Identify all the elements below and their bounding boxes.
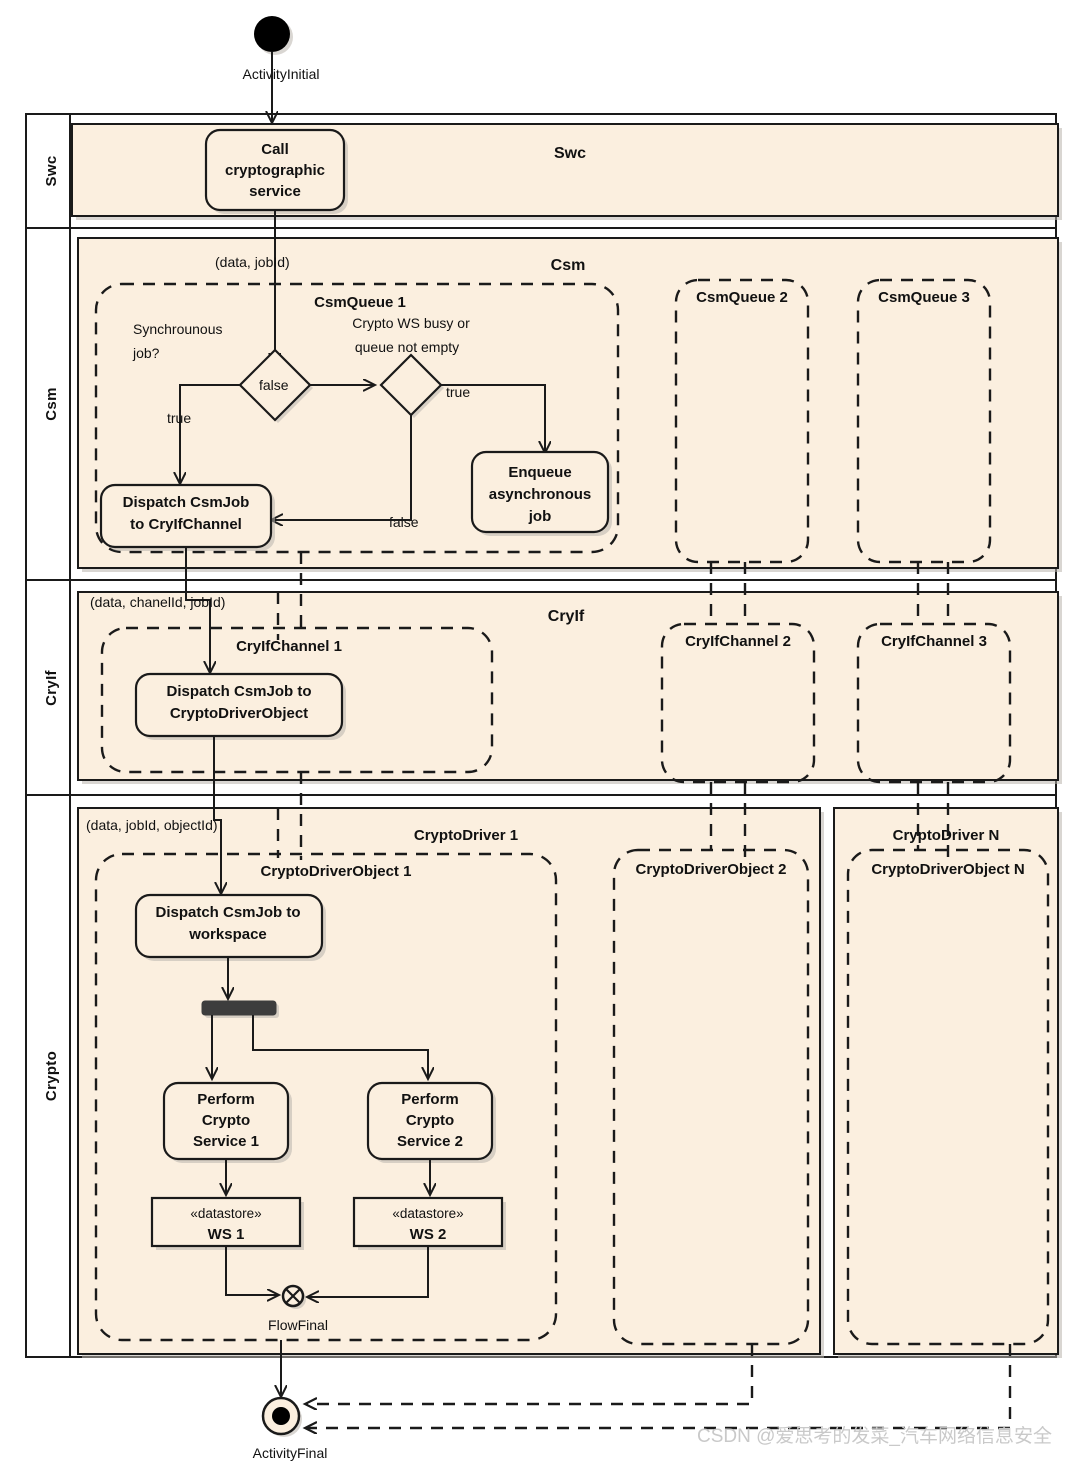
csm-decision-2-question-line-1: Crypto WS busy or xyxy=(352,315,470,331)
datastore-ws-2-name: WS 2 xyxy=(410,1226,447,1243)
swc-activity-line-2: cryptographic xyxy=(225,162,325,179)
csm-lane-header: Csm xyxy=(551,257,586,274)
csm-decision-2-question-line-2: queue not empty xyxy=(355,339,459,355)
cryif-activity-dispatch-to-driverobject: Dispatch CsmJob to CryptoDriverObject xyxy=(134,672,346,740)
crypto-driverobject-2-label: CryptoDriverObject 2 xyxy=(636,861,787,878)
datastore-ws-1-name: WS 1 xyxy=(208,1226,245,1243)
cryif-channel-1-label: CryIfChannel 1 xyxy=(236,638,342,655)
perform-service-2-line-2: Crypto xyxy=(406,1112,454,1129)
perform-service-2-line-3: Service 2 xyxy=(397,1133,463,1150)
cryif-partition-channel-2: CryIfChannel 2 xyxy=(660,622,816,784)
activity-final-node: ActivityFinal xyxy=(253,1396,328,1461)
datastore-ws-2: «datastore» WS 2 xyxy=(352,1196,506,1250)
perform-service-2-line-1: Perform xyxy=(401,1091,459,1108)
csm-enqueue-line-3: job xyxy=(528,508,552,525)
cryif-partition-channel-3: CryIfChannel 3 xyxy=(856,622,1012,784)
csm-decision-1-guard-false: false xyxy=(259,377,289,393)
flow-csm-to-cryif xyxy=(185,547,210,672)
csm-decision-2-guard-false: false xyxy=(389,514,419,530)
perform-service-1-line-3: Service 1 xyxy=(193,1133,259,1150)
flow-csm-d2-false-to-dispatch xyxy=(272,415,412,520)
csm-partition-queue-2: CsmQueue 2 xyxy=(674,278,810,564)
perform-service-1-line-1: Perform xyxy=(197,1091,255,1108)
swc-activity-line-3: service xyxy=(249,183,301,200)
csm-activity-enqueue-async-job: Enqueue asynchronous job xyxy=(470,450,612,536)
csm-enqueue-line-1: Enqueue xyxy=(508,464,571,481)
flow-ws-2-to-flowfinal xyxy=(308,1246,429,1297)
crypto-dispatch-line-2: workspace xyxy=(188,926,267,943)
activity-initial-label: ActivityInitial xyxy=(242,66,319,82)
csm-decision-ws-busy: Crypto WS busy or queue not empty true f… xyxy=(352,315,470,530)
flow-final-label: FlowFinal xyxy=(268,1317,328,1333)
csm-partition-queue-3: CsmQueue 3 xyxy=(856,278,992,564)
lane-label-cryif-text: CryIf xyxy=(43,669,60,705)
csm-decision-1-question-line-1: Synchrounous xyxy=(133,321,223,337)
cryif-partition-channel-1: CryIfChannel 1 xyxy=(100,626,494,774)
crypto-driverobject-n: CryptoDriverObject N xyxy=(846,848,1050,1346)
crypto-driverobject-1-label: CryptoDriverObject 1 xyxy=(261,863,412,880)
dashed-return-driverobject-2 xyxy=(306,1344,754,1404)
flow-fork-to-service-2 xyxy=(252,1015,428,1078)
crypto-driverobject-n-label: CryptoDriverObject N xyxy=(871,861,1024,878)
flow-final-node: FlowFinal xyxy=(268,1284,328,1333)
activity-initial-node: ActivityInitial xyxy=(242,16,320,82)
crypto-activity-perform-service-1: Perform Crypto Service 1 xyxy=(162,1081,292,1163)
datastore-ws-1-stereotype: «datastore» xyxy=(190,1206,261,1221)
cryif-channel-2-label: CryIfChannel 2 xyxy=(685,633,791,650)
cryif-incoming-edge-label: (data, chanelId, jobId) xyxy=(90,594,225,610)
crypto-activity-perform-service-2: Perform Crypto Service 2 xyxy=(366,1081,496,1163)
csm-partition-queue-1: CsmQueue 1 xyxy=(94,282,620,554)
lane-label-crypto-text: Crypto xyxy=(43,1051,60,1101)
csm-decision-2-guard-true: true xyxy=(446,384,470,400)
crypto-driverobject-1: CryptoDriverObject 1 xyxy=(94,852,558,1342)
cryif-activity-line-1: Dispatch CsmJob to xyxy=(166,683,311,700)
activity-final-label: ActivityFinal xyxy=(253,1445,328,1461)
crypto-activity-dispatch-workspace: Dispatch CsmJob to workspace xyxy=(134,893,326,961)
flow-csm-d2-true-to-enqueue xyxy=(441,384,545,452)
perform-service-1-line-2: Crypto xyxy=(202,1112,250,1129)
csm-dispatch-line-1: Dispatch CsmJob xyxy=(123,494,250,511)
csm-incoming-edge-label: (data, jobId) xyxy=(215,254,290,270)
csm-activity-dispatch-csmjob: Dispatch CsmJob to CryIfChannel xyxy=(99,483,275,551)
csm-decision-synchronous-job: Synchrounous job? false xyxy=(132,321,313,423)
crypto-dispatch-line-1: Dispatch CsmJob to xyxy=(155,904,300,921)
csm-decision-1-guard-true: true xyxy=(167,410,191,426)
lane-label-swc-text: Swc xyxy=(43,156,60,187)
datastore-ws-1: «datastore» WS 1 xyxy=(150,1196,304,1250)
crypto-driver-1-label: CryptoDriver 1 xyxy=(414,827,518,844)
csm-queue-3-label: CsmQueue 3 xyxy=(878,289,970,306)
csm-queue-2-label: CsmQueue 2 xyxy=(696,289,788,306)
flow-csm-d1-true-to-dispatch xyxy=(180,384,240,483)
cryif-lane-header: CryIf xyxy=(548,608,585,625)
lane-label-crypto: Crypto xyxy=(43,1051,60,1101)
lane-label-swc: Swc xyxy=(43,156,60,187)
swc-lane-header: Swc xyxy=(554,145,586,162)
lane-label-csm-text: Csm xyxy=(43,387,60,420)
watermark-text: CSDN @爱思考的发菜_汽车网络信息安全 xyxy=(697,1425,1052,1447)
dashed-return-driverobject-n xyxy=(306,1344,1012,1428)
csm-decision-1-question-line-2: job? xyxy=(132,345,160,361)
cryif-activity-line-2: CryptoDriverObject xyxy=(170,705,308,722)
swc-activity-line-1: Call xyxy=(261,141,289,158)
crypto-driver-n-label: CryptoDriver N xyxy=(893,827,1000,844)
csm-queue-1-label: CsmQueue 1 xyxy=(314,294,406,311)
datastore-ws-2-stereotype: «datastore» xyxy=(392,1206,463,1221)
flow-cryif-to-crypto xyxy=(213,736,221,893)
cryif-channel-3-label: CryIfChannel 3 xyxy=(881,633,987,650)
crypto-driver-n: CryptoDriver N xyxy=(833,807,1062,1358)
crypto-fork-node xyxy=(201,1000,279,1018)
flow-ws-1-to-flowfinal xyxy=(225,1246,278,1295)
csm-enqueue-line-2: asynchronous xyxy=(489,486,592,503)
swc-activity-call-crypto-service: Call cryptographic service xyxy=(204,128,348,214)
csm-dispatch-line-2: to CryIfChannel xyxy=(130,516,242,533)
lane-label-csm: Csm xyxy=(43,387,60,420)
lane-label-cryif: CryIf xyxy=(43,669,60,705)
crypto-incoming-edge-label: (data, jobId, objectId) xyxy=(86,817,218,833)
